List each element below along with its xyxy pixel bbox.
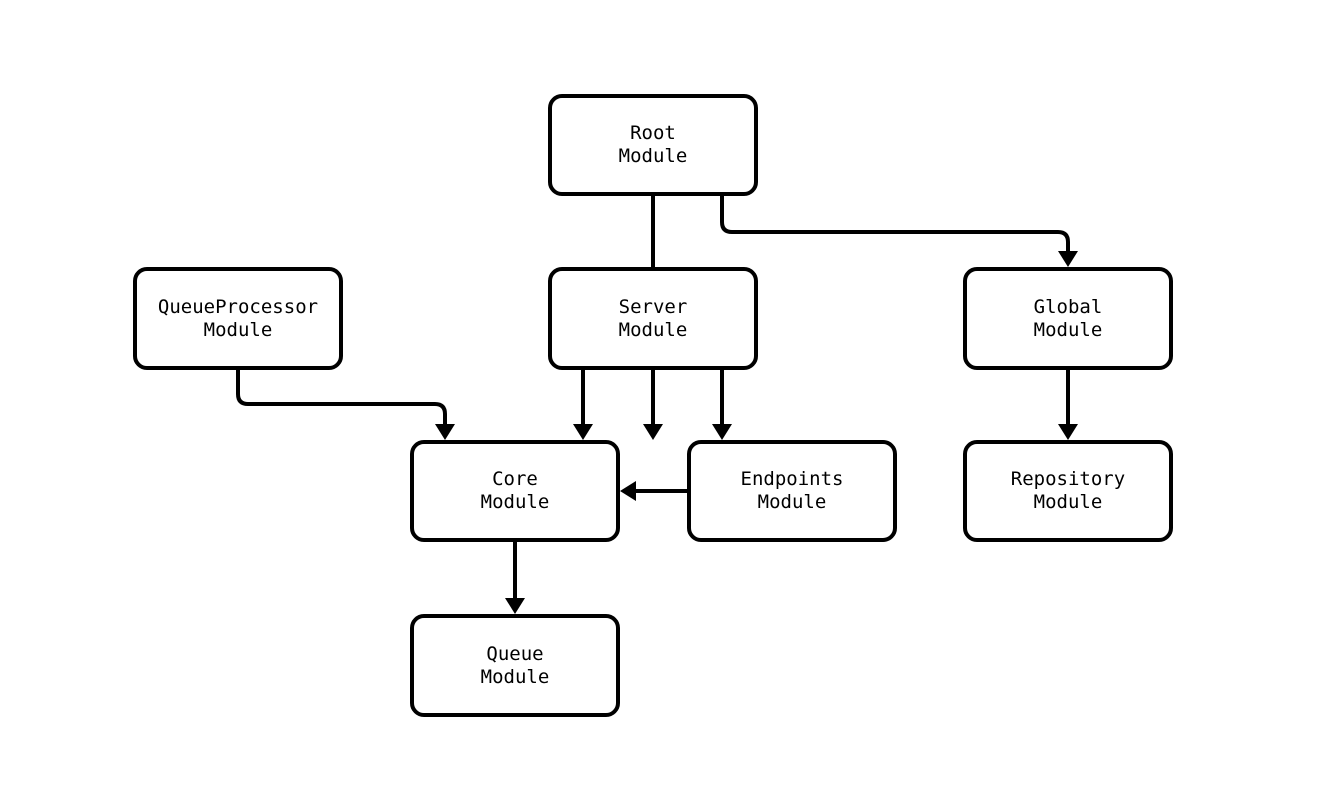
edge-server-to-endpoints-arrowhead-icon [712,424,732,440]
queueprocessor-module-node[interactable] [133,267,343,370]
global-module-node[interactable] [963,267,1173,370]
edge-endpoints-to-core-arrowhead-icon [620,481,636,501]
edge-root-to-global-arrowhead-icon [1058,251,1078,267]
edge-global-to-repository-arrowhead-icon [1058,424,1078,440]
edge-server-to-core-arrowhead-icon [573,424,593,440]
queue-module-node[interactable] [410,614,620,717]
edge-endpoints-to-core [620,481,687,501]
core-module-node[interactable] [410,440,620,542]
edge-core-to-queue-arrowhead-icon [505,598,525,614]
root-module-node[interactable] [548,94,758,196]
edge-root-to-server-arrowhead-icon [643,424,663,440]
endpoints-module-node[interactable] [687,440,897,542]
edge-global-to-repository [1058,370,1078,440]
edge-core-to-queue [505,542,525,614]
server-module-node[interactable] [548,267,758,370]
edge-root-to-global-line [720,196,1070,251]
repository-module-node[interactable] [963,440,1173,542]
edge-queueprocessor-to-core-line [236,370,447,424]
edge-server-to-core [573,370,593,440]
edge-queueprocessor-to-core-arrowhead-icon [435,424,455,440]
edge-server-to-endpoints [712,370,732,440]
edge-root-to-global [720,196,1078,267]
edge-queueprocessor-to-core [236,370,455,440]
